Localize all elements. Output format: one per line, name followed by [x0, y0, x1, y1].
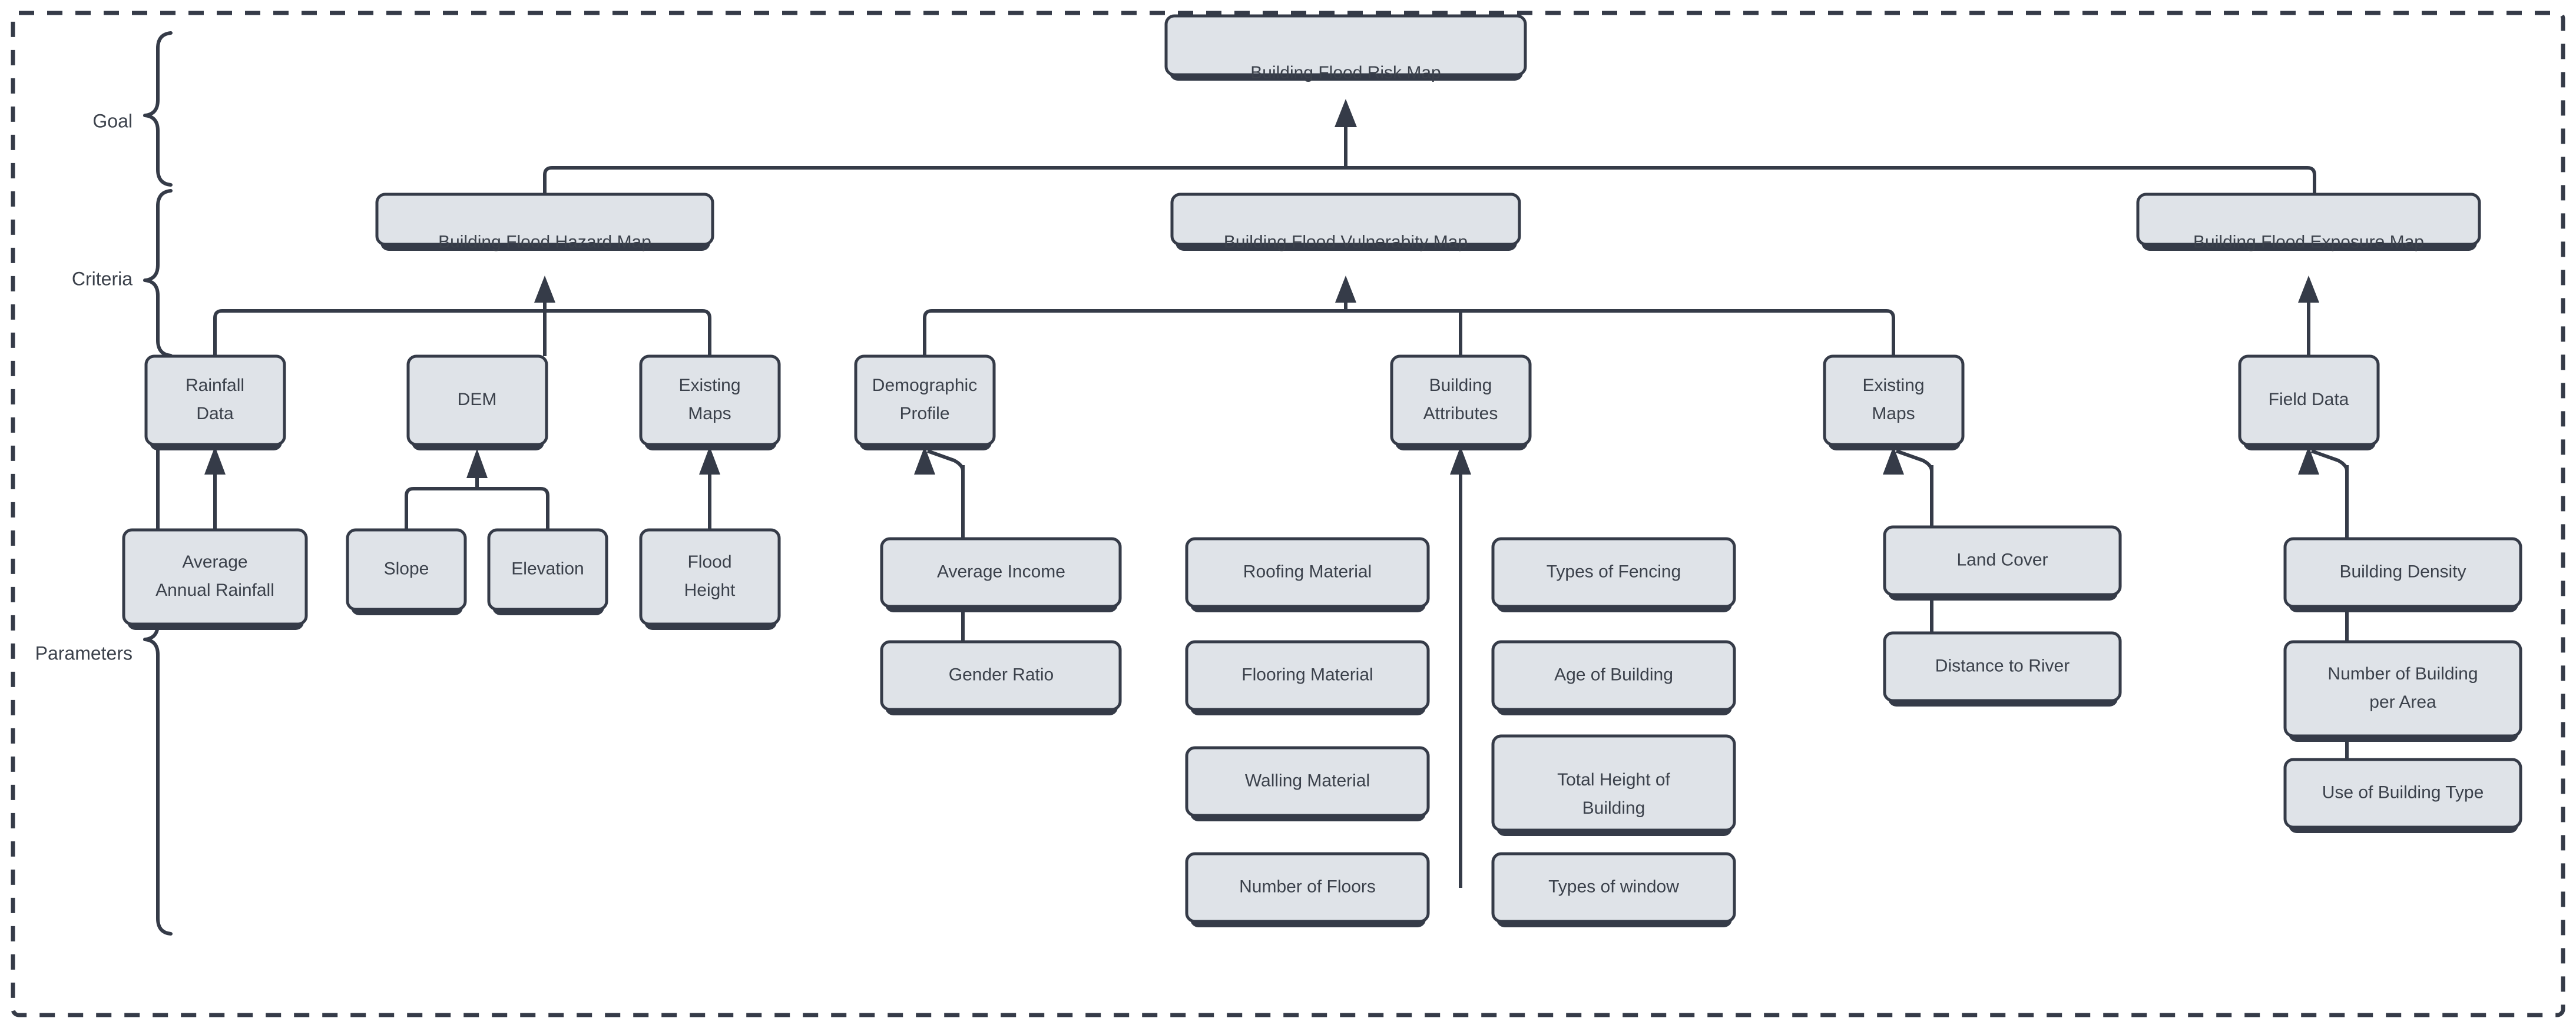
level-label-parameters: Parameters: [35, 642, 133, 664]
node-types-of-window[interactable]: Types of window: [1491, 852, 1736, 927]
node-label: Walling Material: [1245, 771, 1370, 790]
edge-dem-children: [405, 449, 549, 530]
node-label: Gender Ratio: [949, 665, 1054, 684]
node-age-of-building[interactable]: Age of Building: [1491, 640, 1736, 715]
level-label-goal: Goal: [92, 110, 133, 131]
level-label-criteria: Criteria: [72, 268, 133, 289]
node-label: Distance to River: [1935, 656, 2070, 675]
node-label: Slope: [384, 559, 429, 578]
node-slope[interactable]: Slope: [346, 528, 467, 615]
node-types-of-fencing[interactable]: Types of Fencing: [1491, 537, 1736, 612]
edge-exposure-to-fielddata: [2298, 276, 2319, 356]
node-label: Building Density: [2339, 562, 2466, 581]
node-gender-ratio[interactable]: Gender Ratio: [880, 640, 1122, 715]
edge-rainfall-child: [204, 446, 226, 530]
criteria-brace: [143, 189, 173, 357]
node-use-of-building-type[interactable]: Use of Building Type: [2283, 758, 2522, 833]
node-label: Roofing Material: [1243, 562, 1372, 581]
node-flooring-material[interactable]: Flooring Material: [1185, 640, 1430, 715]
node-land-cover[interactable]: Land Cover: [1883, 525, 2122, 601]
node-label: Flooring Material: [1241, 665, 1373, 684]
edge-vulnerability-children: [923, 276, 1895, 356]
node-label: Building Flood Hazard Map: [438, 232, 651, 251]
edge-criteria-to-goal: [543, 99, 2316, 218]
node-label: Building Flood Exposure Map: [2193, 232, 2424, 251]
node-label: Types of Fencing: [1547, 562, 1681, 581]
node-label: Use of Building Type: [2322, 782, 2484, 802]
node-label: Average Income: [937, 562, 1065, 581]
goal-brace: [143, 31, 173, 187]
node-elevation[interactable]: Elevation: [487, 528, 608, 615]
node-hazard-map[interactable]: Building Flood Hazard Map: [375, 193, 714, 251]
node-number-of-floors[interactable]: Number of Floors: [1185, 852, 1430, 927]
node-label: Age of Building: [1554, 665, 1673, 684]
node-goal-root[interactable]: Building Flood Risk Map: [1164, 14, 1527, 82]
node-roofing-material[interactable]: Roofing Material: [1185, 537, 1430, 612]
node-dem[interactable]: DEM: [406, 354, 548, 450]
node-exposure-map[interactable]: Building Flood Exposure Map: [2136, 193, 2481, 251]
node-label: Types of window: [1548, 877, 1679, 896]
node-vulnerability-map[interactable]: Building Flood Vulnerabity Map: [1170, 193, 1521, 251]
node-building-density[interactable]: Building Density: [2283, 537, 2522, 612]
node-distance-to-river[interactable]: Distance to River: [1883, 631, 2122, 707]
node-label: Building Flood Vulnerabity Map: [1224, 232, 1468, 251]
edge-existingmaps-hazard-child: [699, 446, 720, 530]
outer-dashed-frame: [11, 11, 2565, 1017]
node-label: Number of Floors: [1239, 877, 1376, 896]
edge-hazard-children: [213, 276, 711, 356]
node-label: Land Cover: [1956, 550, 2048, 569]
node-average-income[interactable]: Average Income: [880, 537, 1122, 612]
node-walling-material[interactable]: Walling Material: [1185, 746, 1430, 821]
node-label: Building Flood Risk Map: [1250, 63, 1441, 82]
node-label: DEM: [458, 390, 497, 409]
node-label: Elevation: [511, 559, 584, 578]
node-field-data[interactable]: Field Data: [2238, 354, 2380, 450]
node-label: Field Data: [2269, 390, 2349, 409]
